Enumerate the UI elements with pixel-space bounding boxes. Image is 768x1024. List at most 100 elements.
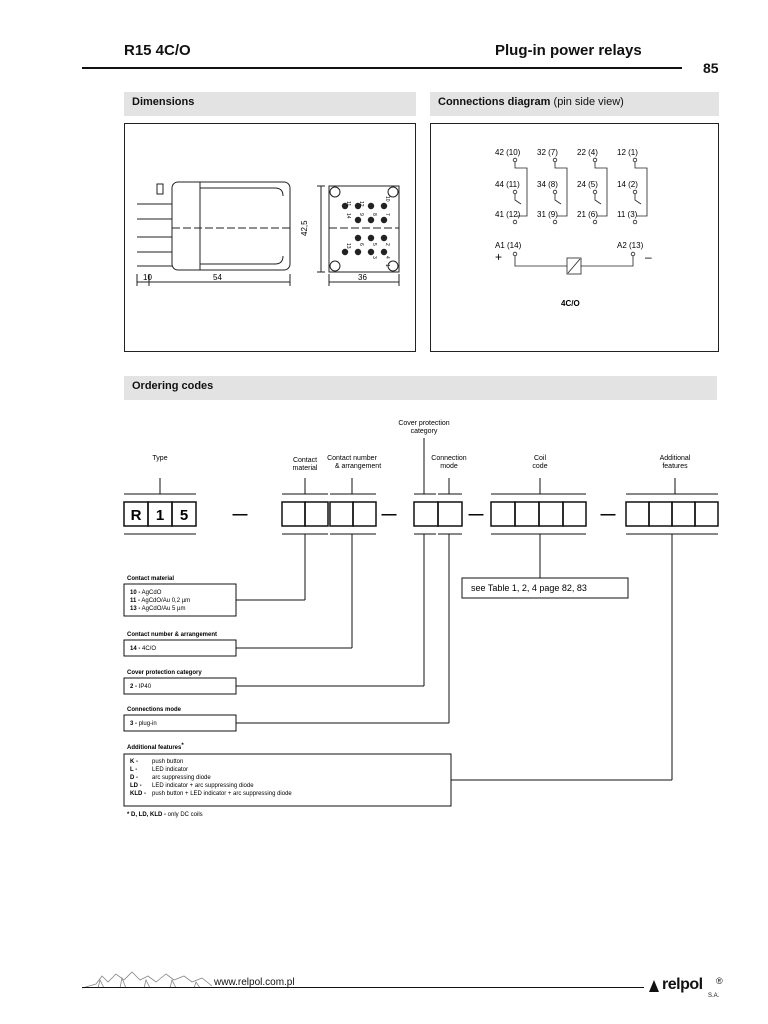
terminal-label: 22 (4) bbox=[577, 148, 598, 157]
terminal-label: 14 (2) bbox=[617, 180, 638, 189]
connection-label-2: mode bbox=[440, 463, 458, 470]
ordering-title: Ordering codes bbox=[132, 380, 214, 392]
code-box-connection bbox=[437, 501, 463, 527]
pin-number: 2 bbox=[384, 243, 390, 246]
pin-number: 14 bbox=[345, 213, 351, 219]
pin-number: 11 bbox=[345, 201, 351, 206]
option-code: 2 - bbox=[130, 684, 137, 690]
option-text: push button + LED indicator + arc suppre… bbox=[152, 791, 292, 797]
connections-mode-box bbox=[123, 714, 237, 732]
terminal-label: 31 (9) bbox=[537, 210, 558, 219]
option-code: 14 - bbox=[130, 646, 140, 652]
section-title: Plug-in power relays bbox=[495, 42, 642, 59]
dim-10-label: 10 bbox=[143, 273, 152, 282]
contact-number-label-1: Contact number bbox=[327, 455, 377, 462]
option-text: AgCdO bbox=[140, 590, 161, 596]
separator-dash: — bbox=[469, 506, 484, 523]
see-table-box bbox=[461, 577, 629, 599]
diagram-caption: 4C/O bbox=[561, 299, 580, 308]
terminal-label: 11 (3) bbox=[617, 210, 638, 219]
option-text: push button bbox=[152, 759, 183, 765]
terminal-label: 41 (12) bbox=[495, 210, 521, 219]
svg-text:Additional features*: Additional features* bbox=[127, 743, 184, 751]
pin-number: 13 bbox=[345, 243, 351, 249]
contact-number-box bbox=[123, 639, 237, 657]
coil-label-1: Coil bbox=[534, 455, 547, 462]
option-code: LD - bbox=[130, 783, 142, 789]
additional-heading: Additional features bbox=[127, 745, 182, 751]
svg-text:13 - AgCdO/Au 5 µm: 13 - AgCdO/Au 5 µm bbox=[130, 606, 186, 612]
terminal-label: 34 (8) bbox=[537, 180, 558, 189]
footer-decoration-icon bbox=[82, 971, 212, 989]
contact-material-box bbox=[123, 583, 237, 617]
option-text: arc suppressing diode bbox=[152, 775, 211, 781]
pin-number: 8 bbox=[371, 213, 377, 216]
separator-dash: — bbox=[601, 506, 616, 523]
svg-text:2 - IP40: 2 - IP40 bbox=[130, 684, 152, 690]
pin-number: 7 bbox=[384, 213, 390, 216]
relay-front-body bbox=[328, 185, 400, 273]
code-box-contact-material-2 bbox=[304, 501, 329, 527]
option-code: L - bbox=[130, 767, 137, 773]
pin-number: 5 bbox=[371, 243, 377, 246]
footnote-text: only DC coils bbox=[166, 812, 203, 818]
coil-a2-label: A2 (13) bbox=[617, 241, 644, 250]
header-rule bbox=[82, 67, 682, 69]
separator-dash: — bbox=[382, 506, 397, 523]
type-label: Type bbox=[152, 455, 167, 462]
dim-36-label: 36 bbox=[358, 273, 367, 282]
option-text: LED indicator + arc suppressing diode bbox=[152, 783, 254, 789]
brand-suffix: S.A. bbox=[708, 993, 720, 999]
option-code: 13 - bbox=[130, 606, 140, 612]
registered-mark: ® bbox=[716, 976, 723, 986]
brand-logo-text: relpol bbox=[662, 976, 703, 993]
ordering-code-diagram: Type Contact material Contact number & a… bbox=[123, 420, 719, 818]
coil-a1-label: A1 (14) bbox=[495, 241, 522, 250]
terminal-label: 42 (10) bbox=[495, 148, 521, 157]
see-table-text: see Table 1, 2, 4 page 82, 83 bbox=[471, 583, 587, 593]
code-char-r: R bbox=[131, 507, 142, 524]
coil-label-2: code bbox=[532, 463, 547, 470]
terminal-label: 24 (5) bbox=[577, 180, 598, 189]
additional-label-1: Additional bbox=[660, 455, 691, 462]
option-text: AgCdO/Au 0,2 µm bbox=[140, 598, 190, 604]
option-text: IP40 bbox=[137, 684, 152, 690]
pin-number: 4 bbox=[384, 256, 390, 259]
separator-dash: — bbox=[233, 506, 248, 523]
contact-material-heading: Contact material bbox=[127, 576, 174, 582]
document-title: R15 4C/O bbox=[124, 42, 191, 59]
connections-band: Connections diagram (pin side view) bbox=[430, 92, 719, 116]
dim-54-label: 54 bbox=[213, 273, 222, 282]
relpol-logo-icon bbox=[649, 980, 659, 992]
cover-heading: Cover protection category bbox=[127, 670, 202, 676]
connections-drawing: 42 (10) 32 (7) 22 (4) 12 (1) 44 (11) 34 … bbox=[495, 148, 652, 308]
connections-panel: 42 (10) 32 (7) 22 (4) 12 (1) 44 (11) 34 … bbox=[430, 123, 719, 352]
contact-material-label-1: Contact bbox=[293, 457, 317, 464]
code-char-1: 1 bbox=[156, 507, 164, 524]
additional-label-2: features bbox=[662, 463, 688, 470]
contact-material-label-2: material bbox=[293, 465, 318, 472]
pin-number: 1 bbox=[384, 264, 390, 267]
connections-mode-heading: Connections mode bbox=[127, 707, 182, 713]
footer-url-link[interactable]: www.relpol.com.pl bbox=[214, 977, 295, 988]
dimensions-band: Dimensions bbox=[124, 92, 416, 116]
connections-title: Connections diagram bbox=[438, 96, 551, 108]
additional-heading-mark: * bbox=[181, 743, 184, 749]
connections-title-suffix: (pin side view) bbox=[550, 96, 624, 108]
pin-number: 10 bbox=[384, 196, 390, 202]
page-number: 85 bbox=[703, 60, 719, 76]
dim-42-5-label: 42,5 bbox=[300, 220, 309, 236]
code-box-additional bbox=[625, 501, 650, 527]
svg-text:10 - AgCdO: 10 - AgCdO bbox=[130, 590, 162, 596]
contact-number-heading: Contact number & arrangement bbox=[127, 632, 217, 638]
option-code: K - bbox=[130, 759, 138, 765]
minus-sign: – bbox=[645, 250, 652, 264]
connection-label-1: Connection bbox=[431, 455, 467, 462]
terminal-label: 21 (6) bbox=[577, 210, 598, 219]
code-box-coil bbox=[490, 501, 516, 527]
coil-symbol bbox=[566, 257, 582, 275]
pin-number: 3 bbox=[371, 256, 377, 259]
code-box-contact-material-1 bbox=[281, 501, 306, 527]
dimensions-panel: 10 54 36 42,5 11 12 9 8 10 7 14 13 6 5 3… bbox=[124, 123, 416, 352]
svg-text:11 - AgCdO/Au 0,2 µm: 11 - AgCdO/Au 0,2 µm bbox=[130, 598, 190, 604]
